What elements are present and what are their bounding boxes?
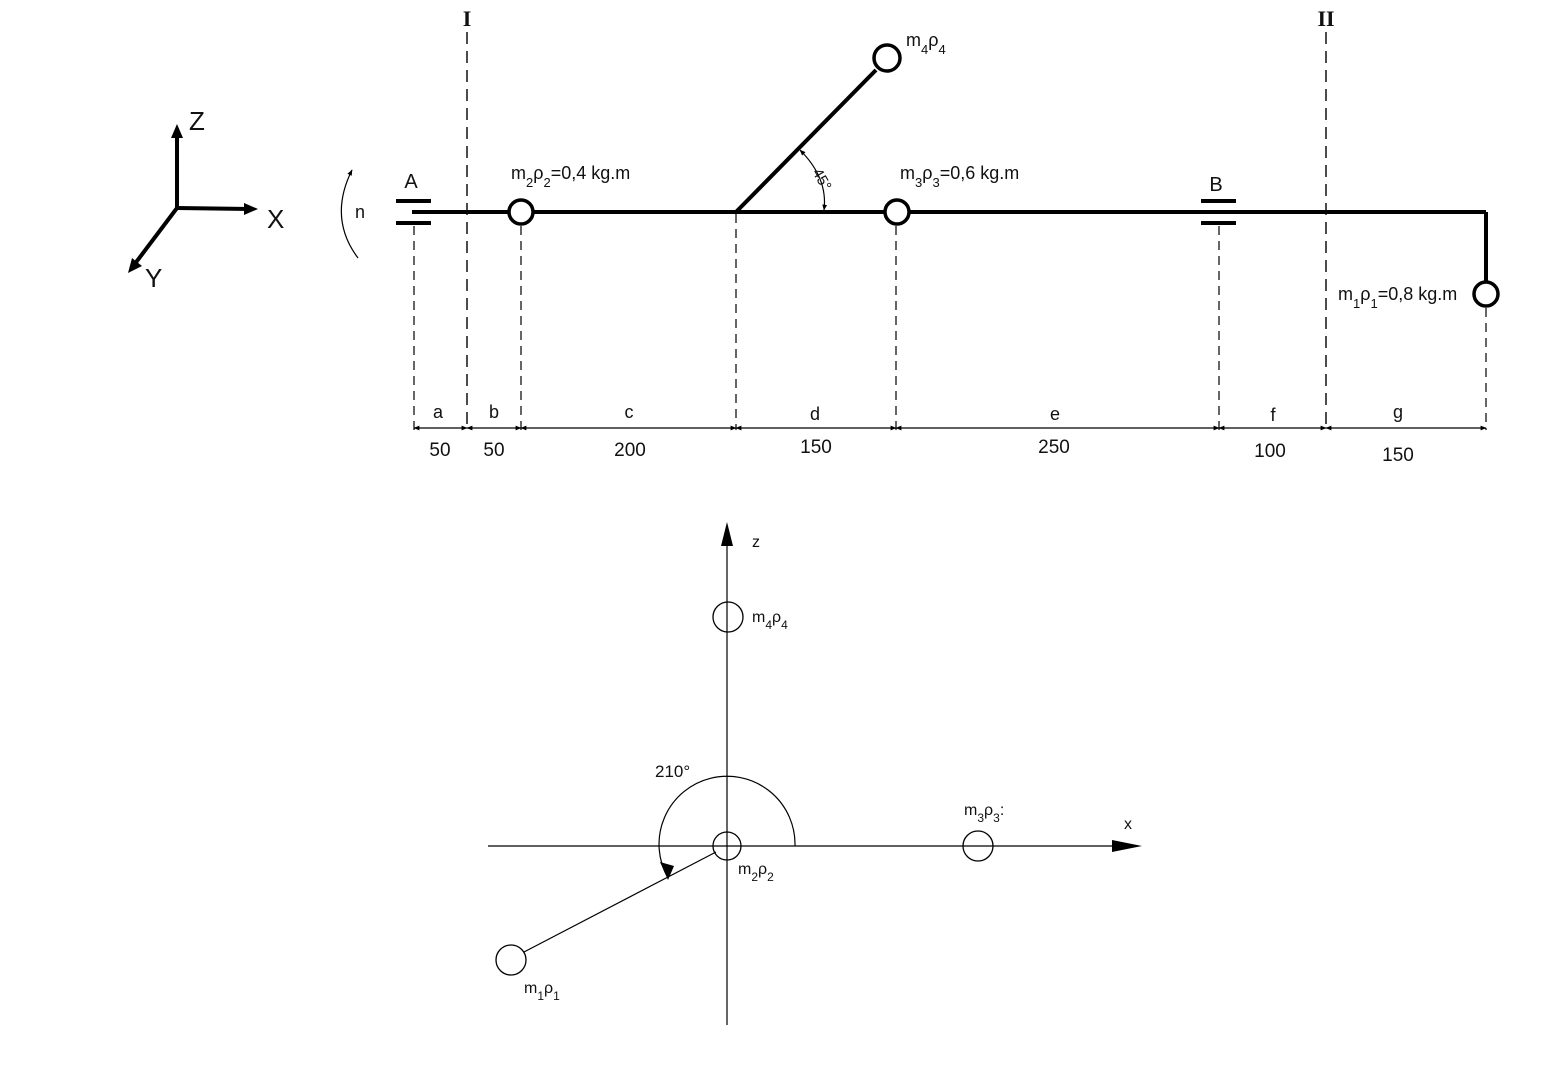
dim-letter-d: d — [810, 404, 820, 424]
polar-m2-label: m2ρ2 — [738, 861, 774, 884]
dim-letter-f: f — [1270, 405, 1276, 425]
x-axis-label: X — [267, 204, 284, 234]
extension-lines — [413, 214, 1487, 430]
polar-angle-arrowhead — [660, 862, 674, 880]
dim-letter-b: b — [489, 402, 499, 422]
polar-diagram: z x m2ρ2 m4ρ4 m3ρ3: m1ρ1 210° — [488, 522, 1142, 1025]
y-axis-arrow — [132, 206, 179, 267]
x-axis-arrowhead — [244, 203, 258, 215]
bearing-a-label: A — [404, 171, 418, 193]
polar-m3-circle — [962, 830, 994, 862]
angle-45-label: 45° — [809, 166, 835, 194]
polar-angle-arc — [658, 775, 796, 879]
mass-m3-circle — [883, 198, 911, 226]
section-lines: I II — [463, 6, 1335, 430]
bearing-a: A — [396, 171, 431, 225]
polar-m2-circle — [712, 831, 742, 861]
section-label-ii: II — [1317, 6, 1334, 31]
dim-value-d: 150 — [800, 437, 832, 458]
shaft — [412, 68, 1488, 282]
z-axis-label: Z — [189, 106, 205, 136]
z-axis-arrowhead — [171, 124, 183, 138]
section-label-i: I — [463, 6, 472, 31]
dim-letter-a: a — [433, 402, 444, 422]
bearing-b: B — [1201, 174, 1236, 225]
mass-m1-label: m1ρ1=0,8 kg.m — [1338, 284, 1457, 311]
dim-value-e: 250 — [1038, 437, 1070, 458]
polar-x-arrowhead — [1112, 840, 1142, 852]
mass-m3-label: m3ρ3=0,6 kg.m — [900, 163, 1019, 190]
dim-value-f: 100 — [1254, 441, 1286, 462]
mass-m1-circle — [1472, 280, 1500, 308]
polar-m1-circle — [495, 944, 527, 976]
polar-angle-label: 210° — [655, 762, 690, 781]
polar-z-arrowhead — [721, 522, 733, 546]
mass-m4: m4ρ4 — [872, 30, 946, 73]
mass-m2-circle — [507, 198, 535, 226]
bearing-b-label: B — [1209, 174, 1222, 196]
dim-value-g: 150 — [1382, 445, 1414, 466]
y-axis-label: Y — [145, 263, 162, 293]
rotation-arrow-icon — [340, 169, 359, 259]
dim-letter-c: c — [625, 402, 634, 422]
dim-value-b: 50 — [483, 440, 504, 461]
angle-45-arc — [799, 149, 828, 211]
polar-z-label: z — [752, 534, 760, 551]
polar-x-label: x — [1124, 816, 1132, 833]
mass-m4-label: m4ρ4 — [906, 30, 946, 57]
rotation-label: n — [355, 202, 365, 222]
arm-45 — [734, 68, 878, 214]
mass-m4-circle — [872, 43, 902, 73]
dimension-values: 50 50 200 150 250 100 150 — [429, 437, 1413, 466]
rotation-indicator: n — [340, 169, 365, 259]
dim-letter-e: e — [1050, 404, 1060, 424]
mass-m3: m3ρ3=0,6 kg.m — [883, 163, 1019, 226]
polar-m1-arm — [523, 851, 717, 953]
polar-m3-label: m3ρ3: — [964, 802, 1004, 825]
mass-m2-label: m2ρ2=0,4 kg.m — [511, 163, 630, 190]
y-axis-arrowhead — [128, 258, 142, 273]
x-axis-arrow — [176, 206, 251, 211]
polar-m4-circle — [712, 601, 744, 633]
dim-letter-g: g — [1393, 402, 1403, 422]
dim-value-a: 50 — [429, 440, 450, 461]
angle-45-indicator: 45° — [799, 149, 835, 211]
dim-value-c: 200 — [614, 440, 646, 461]
polar-m4-label: m4ρ4 — [752, 609, 788, 632]
mass-m2: m2ρ2=0,4 kg.m — [507, 163, 630, 226]
coordinate-axes-3d: Z X Y — [128, 106, 284, 293]
mass-m1: m1ρ1=0,8 kg.m — [1338, 280, 1500, 311]
polar-m1-label: m1ρ1 — [524, 980, 560, 1003]
dimension-letters: a b c d e f g — [433, 402, 1403, 425]
